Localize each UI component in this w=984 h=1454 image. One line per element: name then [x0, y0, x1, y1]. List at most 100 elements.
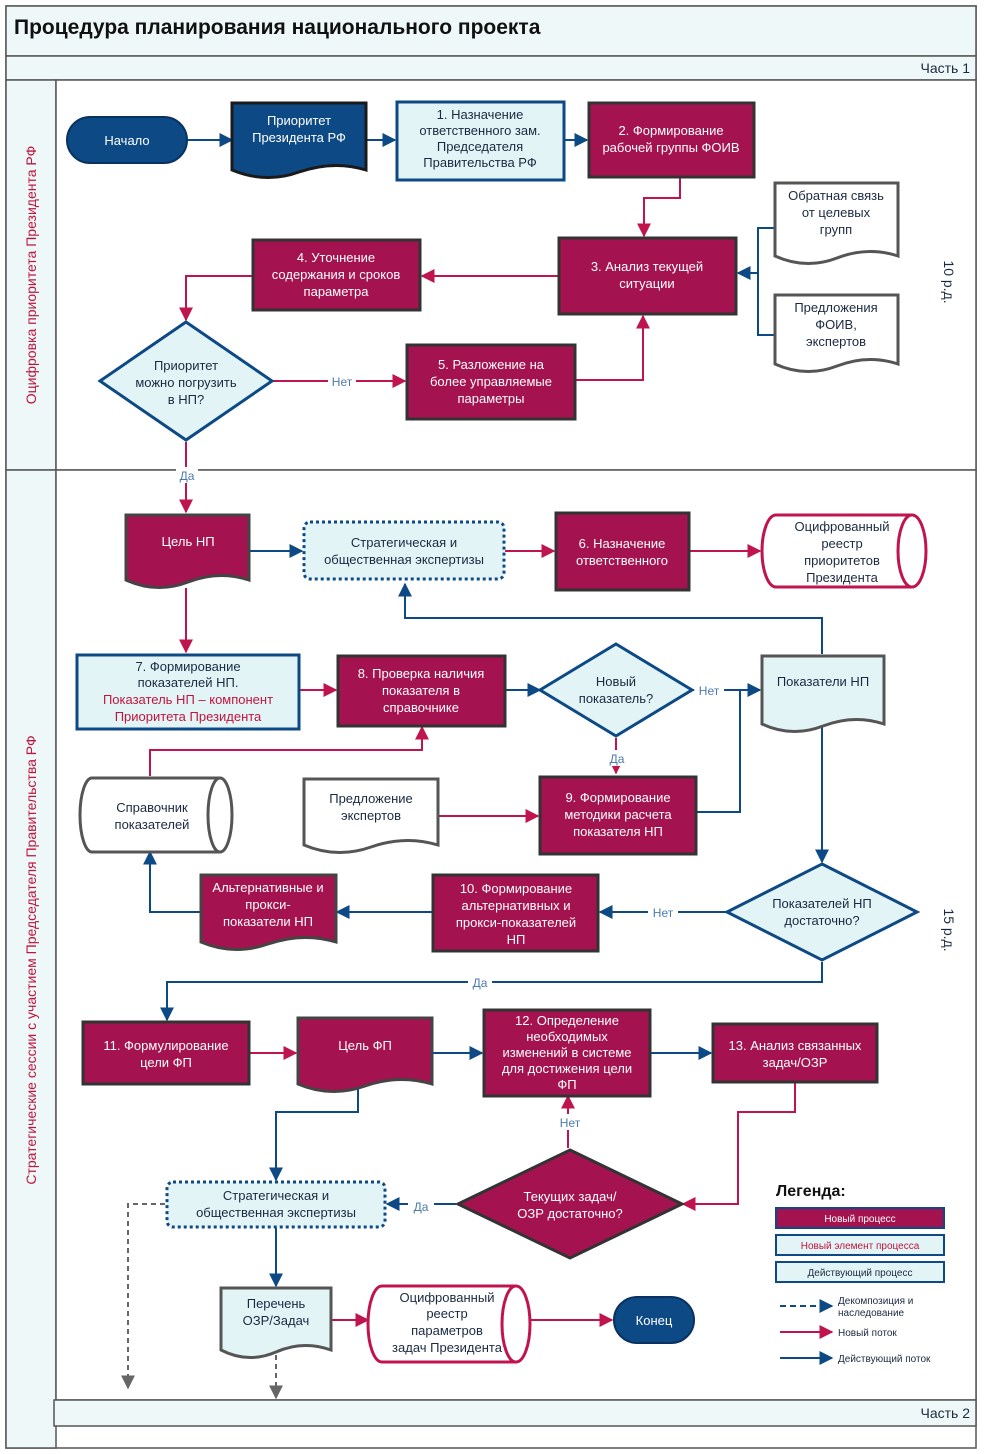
- svg-text:Показателей НП: Показателей НП: [772, 896, 872, 911]
- svg-text:10. Формирование: 10. Формирование: [460, 881, 572, 896]
- label-no-3: Нет: [653, 906, 674, 920]
- step-5-decompose: 5. Разложение на более управляемые парам…: [405, 343, 577, 421]
- svg-text:Оцифрованный: Оцифрованный: [795, 519, 890, 534]
- svg-text:прокси-показателей: прокси-показателей: [456, 915, 576, 930]
- step-13-analyze-tasks: 13. Анализ связанных задач/ОЗР: [711, 1022, 879, 1084]
- step-9-methodology: 9. Формирование методики расчета показат…: [538, 775, 698, 856]
- priority-document: Приоритет Президента РФ: [230, 101, 368, 180]
- svg-text:ФОИВ,: ФОИВ,: [815, 317, 857, 332]
- legend-new-process-label: Новый процесс: [824, 1214, 895, 1225]
- svg-text:Правительства РФ: Правительства РФ: [423, 155, 537, 170]
- svg-text:Конец: Конец: [636, 1313, 673, 1328]
- svg-text:11. Формулирование: 11. Формулирование: [103, 1038, 228, 1053]
- svg-text:ФП: ФП: [557, 1077, 576, 1092]
- svg-text:рабочей группы ФОИВ: рабочей группы ФОИВ: [602, 140, 739, 155]
- svg-text:показателя НП: показателя НП: [573, 824, 663, 839]
- svg-text:Президента РФ: Президента РФ: [252, 130, 346, 145]
- svg-text:цели ФП: цели ФП: [140, 1055, 192, 1070]
- feedback-document: Обратная связь от целевых групп: [773, 181, 900, 266]
- svg-text:1. Назначение: 1. Назначение: [437, 107, 524, 122]
- svg-text:реестр: реестр: [426, 1306, 467, 1321]
- legend-existing-flow-label: Действующий поток: [838, 1354, 931, 1365]
- svg-text:в НП?: в НП?: [168, 392, 204, 407]
- step-1-assign-deputy: 1. Назначение ответственного зам. Предсе…: [395, 100, 566, 182]
- label-no-4: Нет: [560, 1116, 581, 1130]
- indicators-np-document: Показатели НП: [760, 654, 886, 734]
- end-terminator: Конец: [613, 1296, 695, 1344]
- step-6-assign-responsible: 6. Назначение ответственного: [554, 511, 691, 592]
- decision-2-new-indicator: Новый показатель?: [537, 642, 695, 738]
- svg-text:достаточно?: достаточно?: [784, 913, 859, 928]
- expertise-2: Стратегическая и общественная экспертизы: [165, 1180, 387, 1229]
- svg-text:прокси-: прокси-: [245, 897, 290, 912]
- lane1-header: [5, 79, 57, 471]
- lane2-duration: 15 р.д.: [941, 908, 957, 951]
- svg-text:для достижения цели: для достижения цели: [502, 1061, 632, 1076]
- svg-text:необходимых: необходимых: [526, 1029, 608, 1044]
- legend: Легенда: Новый процесс Новый элемент про…: [775, 1183, 945, 1365]
- svg-text:параметра: параметра: [304, 284, 370, 299]
- title-bar: [5, 5, 977, 57]
- svg-text:параметров: параметров: [411, 1323, 483, 1338]
- svg-text:Председателя: Председателя: [437, 139, 523, 154]
- registry-priorities: Оцифрованный реестр приоритетов Президен…: [760, 513, 928, 589]
- svg-text:Альтернативные и: Альтернативные и: [212, 880, 323, 895]
- svg-text:задач/ОЗР: задач/ОЗР: [763, 1055, 828, 1070]
- svg-text:Президента: Президента: [806, 570, 879, 585]
- svg-text:более управляемые: более управляемые: [430, 374, 552, 389]
- svg-text:показатель?: показатель?: [579, 691, 653, 706]
- svg-text:Показатель НП – компонент: Показатель НП – компонент: [103, 692, 273, 707]
- svg-text:Цель ФП: Цель ФП: [338, 1038, 392, 1053]
- svg-text:4. Уточнение: 4. Уточнение: [297, 250, 375, 265]
- step-12-define-changes: 12. Определение необходимых изменений в …: [482, 1008, 652, 1098]
- svg-text:9. Формирование: 9. Формирование: [565, 790, 670, 805]
- svg-text:от целевых: от целевых: [802, 205, 871, 220]
- svg-text:Начало: Начало: [104, 133, 149, 148]
- svg-text:Справочник: Справочник: [116, 800, 188, 815]
- svg-text:Оцифрованный: Оцифрованный: [400, 1290, 495, 1305]
- expert-proposal-document: Предложение экспертов: [302, 777, 440, 855]
- part1-bar: [5, 55, 977, 81]
- proposals-document: Предложения ФОИВ, экспертов: [773, 293, 900, 374]
- goal-fp-document: Цель ФП: [296, 1016, 434, 1094]
- label-no-2: Нет: [699, 684, 720, 698]
- step-4-refine: 4. Уточнение содержания и сроков парамет…: [251, 238, 422, 312]
- expertise-1: Стратегическая и общественная экспертизы: [302, 520, 506, 581]
- svg-text:можно погрузить: можно погрузить: [135, 375, 237, 390]
- step-10-alt-indicators: 10. Формирование альтернативных и прокси…: [431, 873, 600, 953]
- svg-text:приоритетов: приоритетов: [804, 553, 880, 568]
- svg-text:Цель НП: Цель НП: [161, 534, 214, 549]
- lane1-duration: 10 р.д.: [941, 260, 957, 303]
- svg-text:показателей НП.: показателей НП.: [138, 675, 239, 690]
- label-yes-4: Да: [414, 1200, 429, 1214]
- legend-new-element-swatch: [775, 1234, 945, 1256]
- svg-text:Приоритета Президента: Приоритета Президента: [115, 709, 262, 724]
- svg-text:Предложение: Предложение: [329, 791, 413, 806]
- lane1-label: Оцифровка приоритета Президента РФ: [23, 146, 39, 404]
- svg-text:Текущих задач/: Текущих задач/: [524, 1189, 617, 1204]
- tasks-list-document: Перечень ОЗР/Задач: [219, 1286, 333, 1359]
- svg-text:13. Анализ связанных: 13. Анализ связанных: [729, 1038, 862, 1053]
- svg-text:ответственного зам.: ответственного зам.: [419, 123, 540, 138]
- svg-text:7. Формирование: 7. Формирование: [135, 659, 240, 674]
- legend-new-process-swatch: [775, 1207, 945, 1229]
- svg-text:5. Разложение на: 5. Разложение на: [438, 357, 545, 372]
- legend-existing-process-swatch: [775, 1261, 945, 1283]
- part1-label: Часть 1: [921, 60, 971, 76]
- step-3-analysis: 3. Анализ текущей ситуации: [557, 236, 738, 316]
- svg-text:Приоритет: Приоритет: [267, 113, 331, 128]
- svg-text:ОЗР/Задач: ОЗР/Задач: [243, 1313, 310, 1328]
- legend-decomposition-label-2: наследование: [838, 1308, 905, 1319]
- svg-text:2. Формирование: 2. Формирование: [618, 123, 723, 138]
- svg-text:показателей: показателей: [115, 817, 190, 832]
- lane2-header: [5, 469, 57, 1449]
- svg-text:ОЗР достаточно?: ОЗР достаточно?: [517, 1206, 622, 1221]
- part2-bar: [53, 1399, 977, 1427]
- svg-text:экспертов: экспертов: [806, 334, 866, 349]
- svg-text:Перечень: Перечень: [247, 1296, 306, 1311]
- svg-text:реестр: реестр: [821, 536, 862, 551]
- svg-text:альтернативных и: альтернативных и: [462, 898, 571, 913]
- part2-label: Часть 2: [921, 1405, 971, 1421]
- svg-text:методики расчета: методики расчета: [564, 807, 672, 822]
